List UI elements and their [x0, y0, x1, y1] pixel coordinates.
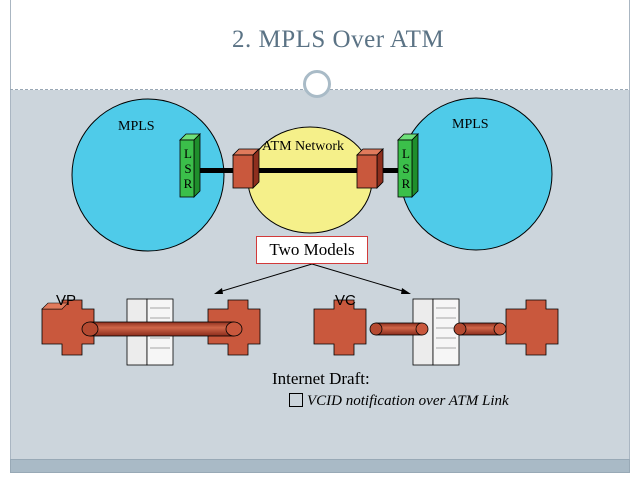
link-line: [196, 168, 406, 173]
vc-label: VC: [335, 292, 356, 309]
slide-title: 2. MPLS Over ATM: [232, 26, 445, 53]
lsr-left-label: L S R: [182, 146, 194, 191]
two-models-box: Two Models: [256, 236, 368, 264]
arrow-to-vc: [311, 263, 407, 293]
lsr-left-letter-l: L: [184, 146, 192, 161]
atm-switch-left: [232, 148, 260, 189]
atm-network-label: ATM Network: [262, 139, 345, 154]
arrow-head-vp: [214, 288, 223, 294]
vp-left-switch: [41, 299, 95, 356]
slide-footer-band: [10, 459, 630, 473]
vc-pipe-left: [369, 322, 429, 336]
lsr-right-letter-s: S: [402, 161, 410, 176]
draft-bullet-line: VCID notification over ATM Link: [289, 393, 509, 410]
arrow-to-vp: [218, 263, 313, 293]
lsr-right-letter-l: L: [402, 146, 410, 161]
atm-switch-right: [356, 148, 384, 189]
lsr-left: [179, 133, 201, 198]
mpls-right-label: MPLS: [452, 117, 489, 132]
draft-bullet-text: VCID notification over ATM Link: [307, 393, 509, 409]
bullet-icon: [289, 393, 303, 407]
mpls-left-label: MPLS: [118, 119, 155, 134]
vp-label: VP: [56, 292, 77, 309]
lsr-right: [397, 133, 419, 198]
arrow-head-vc: [401, 288, 411, 294]
internet-draft-heading: Internet Draft:: [272, 369, 370, 388]
title-circle-ornament: [303, 70, 331, 98]
vc-left-switch: [313, 299, 367, 356]
vp-pipe: [81, 321, 243, 337]
lsr-left-letter-r: R: [183, 176, 193, 191]
lsr-right-label: L S R: [400, 146, 412, 191]
vc-pipe-right: [453, 322, 507, 336]
lsr-right-letter-r: R: [401, 176, 411, 191]
lsr-left-letter-s: S: [184, 161, 192, 176]
vc-right-switch: [505, 299, 559, 356]
